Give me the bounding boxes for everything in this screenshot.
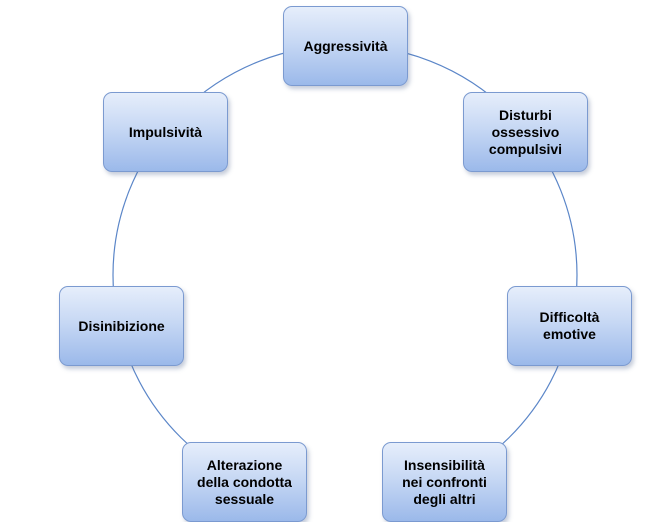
node-disturbi-ossessivo-compulsivi: Disturbi ossessivo compulsivi <box>463 92 588 172</box>
node-alterazione-condotta: Alterazione della condotta sessuale <box>182 442 307 522</box>
node-aggressivita: Aggressività <box>283 6 408 86</box>
node-disturbi-label: Disturbi ossessivo compulsivi <box>488 106 563 157</box>
node-disinibizione: Disinibizione <box>59 286 184 366</box>
node-insensibilita-label: Insensibilità nei confronti degli altri <box>402 456 487 507</box>
node-disinibizione-label: Disinibizione <box>78 317 165 334</box>
node-insensibilita: Insensibilità nei confronti degli altri <box>382 442 507 522</box>
cycle-diagram: Aggressività Disturbi ossessivo compulsi… <box>59 6 632 522</box>
node-impulsivita-label: Impulsività <box>128 123 203 140</box>
node-alterazione-label: Alterazione della condotta sessuale <box>197 456 292 507</box>
node-impulsivita: Impulsività <box>103 92 228 172</box>
node-aggressivita-label: Aggressività <box>303 37 388 54</box>
node-difficolta-label: Difficoltà emotive <box>539 309 600 342</box>
node-difficolta-emotive: Difficoltà emotive <box>507 286 632 366</box>
